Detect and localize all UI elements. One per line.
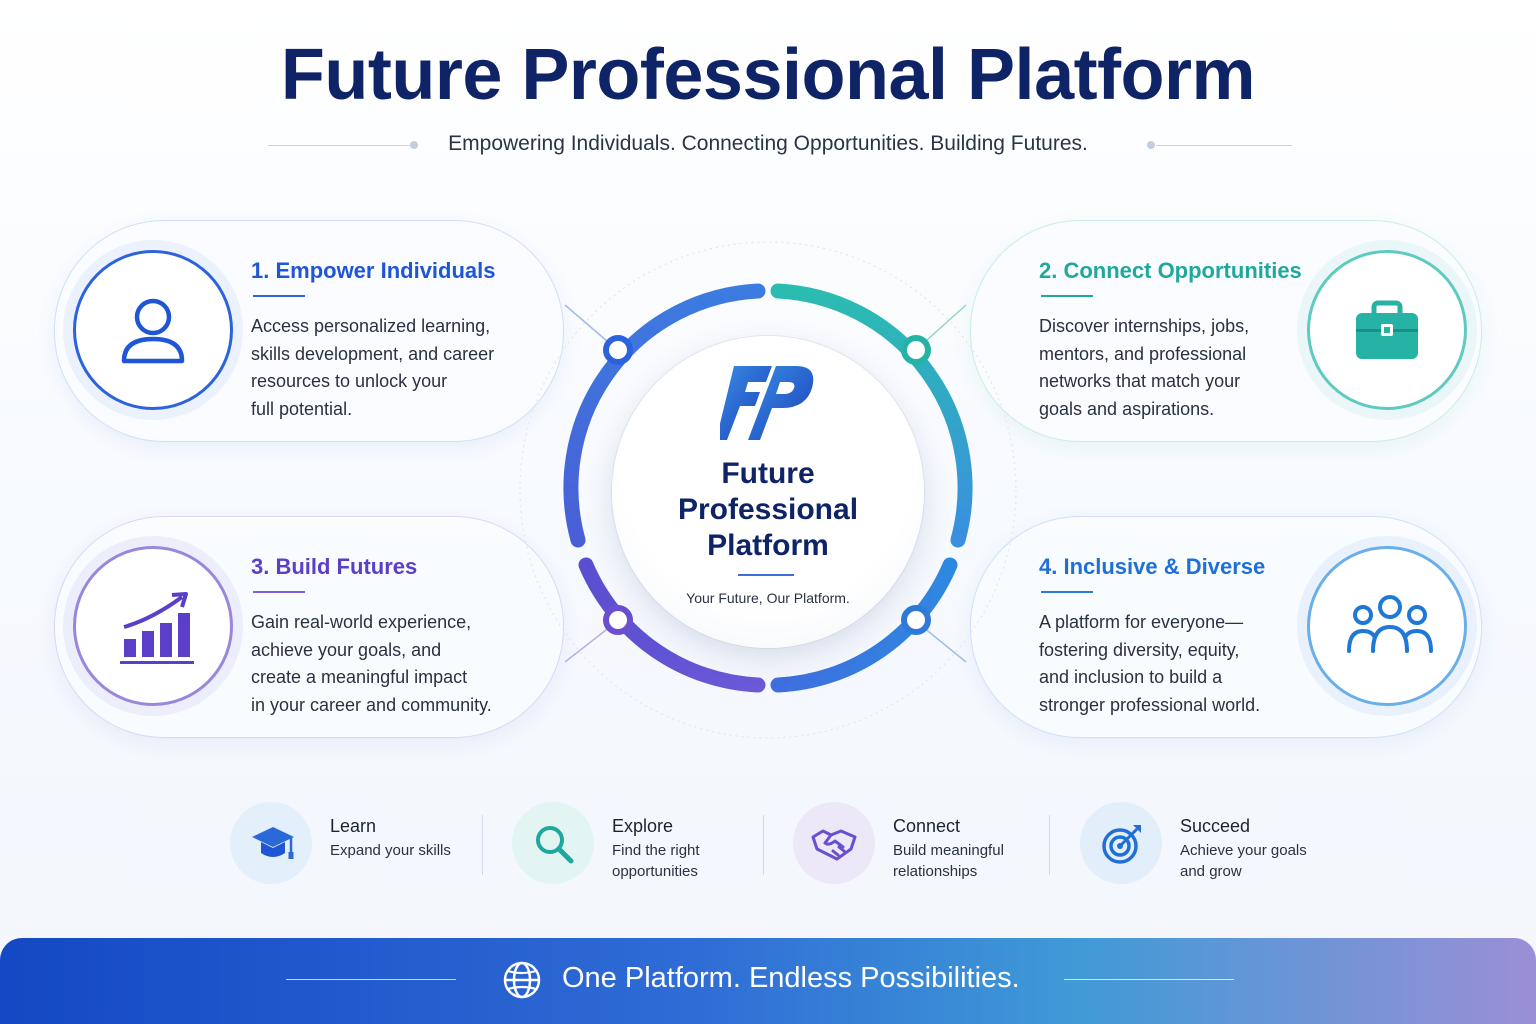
card-2-desc-line: Discover internships, jobs, <box>1039 316 1250 336</box>
page-subtitle: Empowering Individuals. Connecting Oppor… <box>448 132 1088 155</box>
graduation-cap-icon <box>252 827 294 859</box>
feature-desc-line: relationships <box>893 863 978 880</box>
subtitle-divider-left <box>268 145 412 146</box>
card-1-rule <box>253 295 305 297</box>
growth-chart-icon <box>120 592 194 664</box>
card-3-description: Gain real-world experience, achieve your… <box>251 609 521 719</box>
card-2-desc-line: goals and aspirations. <box>1039 398 1215 419</box>
card-1-description: Access personalized learning, skills dev… <box>251 313 521 423</box>
target-icon <box>1102 825 1141 864</box>
feature-desc-line: Achieve your goals <box>1180 842 1307 859</box>
subtitle-dot-left <box>410 141 418 149</box>
ring-node-4 <box>901 605 931 635</box>
card-4-desc-line: stronger professional world. <box>1039 694 1261 715</box>
card-empower-individuals: 1. Empower Individuals Access personaliz… <box>54 220 564 442</box>
subtitle-row: Empowering Individuals. Connecting Oppor… <box>0 130 1536 160</box>
fp-logo-icon <box>720 366 814 440</box>
ring-node-3 <box>603 605 633 635</box>
card-build-futures: 3. Build Futures Gain real-world experie… <box>54 516 564 738</box>
center-name-line: Platform <box>707 529 829 562</box>
user-icon <box>121 298 185 364</box>
center-ring <box>519 241 1017 739</box>
card-2-desc-line: mentors, and professional <box>1039 343 1247 364</box>
card-4-description: A platform for everyone— fostering diver… <box>1039 609 1309 719</box>
feature-explore-icon-circle <box>512 802 594 884</box>
briefcase-icon <box>1356 300 1418 359</box>
card-1-icon-circle <box>73 250 233 410</box>
feature-divider <box>1049 815 1050 875</box>
center-platform-name: Future Professional Platform <box>612 456 924 564</box>
card-4-icon-circle <box>1307 546 1467 706</box>
card-4-rule <box>1041 591 1093 593</box>
feature-desc-line: opportunities <box>612 863 698 880</box>
feature-desc-line: Build meaningful <box>893 842 1004 859</box>
feature-divider <box>482 815 483 875</box>
globe-icon <box>503 961 541 999</box>
magnifier-icon <box>536 826 574 864</box>
card-3-desc-line: Gain real-world experience, <box>251 612 472 632</box>
ring-arc-blue-bottom <box>770 557 958 693</box>
card-3-title: 3. Build Futures <box>251 554 418 579</box>
card-1-desc-line: resources to unlock your <box>251 371 448 391</box>
center-tagline: Your Future, Our Platform. <box>686 590 850 606</box>
feature-learn-desc: Expand your skills <box>330 840 451 861</box>
feature-divider <box>763 815 764 875</box>
ring-node-1 <box>603 335 633 365</box>
feature-succeed-icon-circle <box>1080 802 1162 884</box>
feature-desc-line: Expand your skills <box>330 842 451 859</box>
group-icon <box>1347 595 1433 653</box>
feature-succeed: Succeed Achieve your goals and grow <box>1080 802 1330 892</box>
footer-line-left <box>286 979 456 980</box>
card-4-title: 4. Inclusive & Diverse <box>1039 554 1266 579</box>
card-1-desc-line: skills development, and career <box>251 343 495 364</box>
center-name-line: Future <box>721 457 815 490</box>
feature-desc-line: Find the right <box>612 842 700 859</box>
card-3-desc-line: in your career and community. <box>251 694 492 715</box>
footer-line-right <box>1064 979 1234 980</box>
ring-arc-purple <box>578 557 766 693</box>
card-2-title: 2. Connect Opportunities <box>1039 258 1302 283</box>
card-3-rule <box>253 591 305 593</box>
card-3-desc-line: achieve your goals, and <box>251 639 442 660</box>
feature-explore-title: Explore <box>612 816 674 836</box>
card-3-icon-circle <box>73 546 233 706</box>
card-4-desc-line: and inclusion to build a <box>1039 667 1223 687</box>
feature-learn-icon-circle <box>230 802 312 884</box>
card-inclusive-diverse: 4. Inclusive & Diverse A platform for ev… <box>970 516 1482 738</box>
feature-connect: Connect Build meaningful relationships <box>793 802 1033 892</box>
feature-learn: Learn Expand your skills <box>230 802 470 892</box>
card-4-desc-line: A platform for everyone— <box>1039 612 1244 632</box>
card-2-icon-circle <box>1307 250 1467 410</box>
feature-succeed-desc: Achieve your goals and grow <box>1180 840 1307 882</box>
feature-explore: Explore Find the right opportunities <box>512 802 752 892</box>
center-name-line: Professional <box>677 493 859 526</box>
handshake-icon <box>811 829 857 861</box>
feature-connect-desc: Build meaningful relationships <box>893 840 1004 882</box>
footer-banner: One Platform. Endless Possibilities. <box>0 938 1536 1024</box>
footer-slogan: One Platform. Endless Possibilities. <box>562 962 1020 994</box>
feature-explore-desc: Find the right opportunities <box>612 840 700 882</box>
subtitle-dot-right <box>1147 141 1155 149</box>
card-2-rule <box>1041 295 1093 297</box>
card-4-desc-line: fostering diversity, equity, <box>1039 639 1240 660</box>
card-connect-opportunities: 2. Connect Opportunities Discover intern… <box>970 220 1482 442</box>
card-1-desc-line: Access personalized learning, <box>251 316 491 336</box>
card-2-description: Discover internships, jobs, mentors, and… <box>1039 313 1309 423</box>
feature-connect-title: Connect <box>893 816 961 836</box>
outer-dotted-ring <box>519 241 1017 739</box>
feature-desc-line: and grow <box>1180 863 1242 880</box>
page-title: Future Professional Platform <box>280 35 1256 115</box>
ring-arc-blue <box>563 283 766 548</box>
feature-succeed-title: Succeed <box>1180 816 1251 836</box>
card-1-title: 1. Empower Individuals <box>251 258 496 283</box>
subtitle-divider-right <box>1156 145 1292 146</box>
feature-learn-title: Learn <box>330 816 377 836</box>
feature-connect-icon-circle <box>793 802 875 884</box>
card-2-desc-line: networks that match your <box>1039 371 1241 391</box>
ring-arc-teal <box>770 283 973 548</box>
card-3-desc-line: create a meaningful impact <box>251 667 468 687</box>
center-rule <box>738 574 794 576</box>
card-1-desc-line: full potential. <box>251 398 353 419</box>
ring-node-2 <box>901 335 931 365</box>
